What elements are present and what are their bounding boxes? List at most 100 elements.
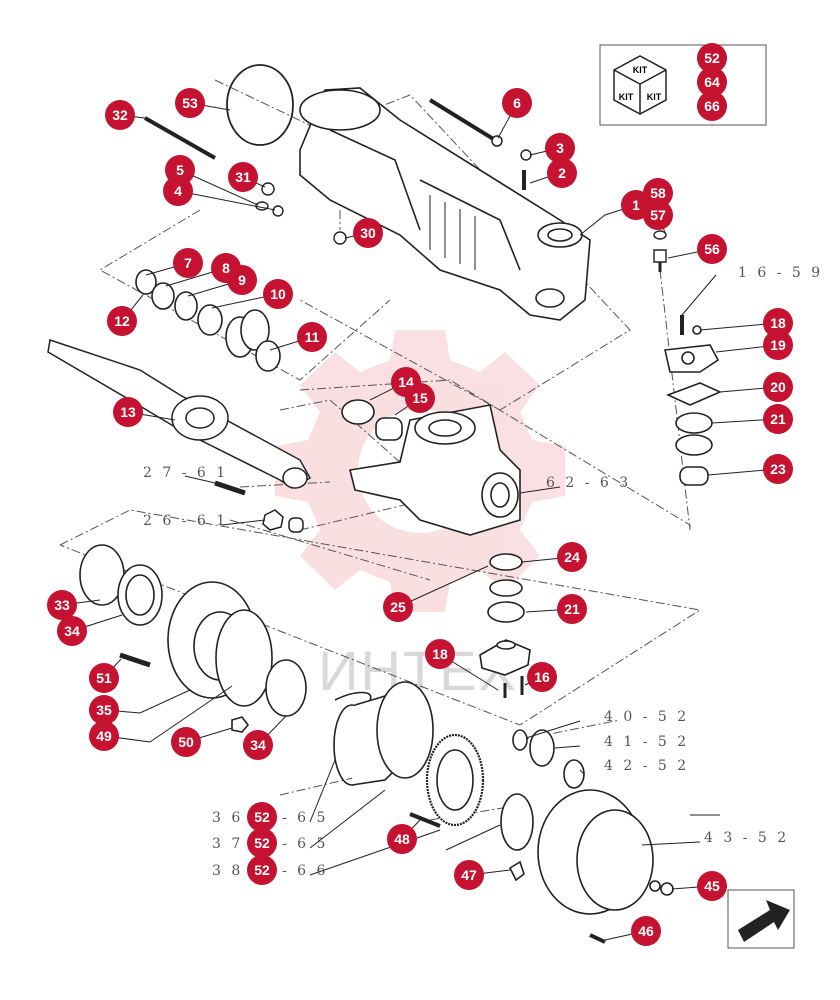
callout-9: 9	[227, 265, 257, 295]
callout-21-text: 21	[770, 411, 786, 427]
callout-47-text: 47	[461, 867, 477, 883]
range-pre: 3 7 -	[212, 836, 258, 852]
callout-50: 50	[171, 727, 201, 757]
range-label-2: 2 6 - 6 1	[143, 513, 228, 529]
range-label-6: 4 2 - 5 2	[604, 758, 689, 774]
callout-25: 25	[383, 592, 413, 622]
range-pre: 4 2 - 5 2	[604, 758, 689, 774]
range-pre: 6 2 - 6 3	[546, 475, 631, 491]
callout-19: 19	[763, 330, 793, 360]
callout-57-text: 57	[650, 207, 666, 223]
callout-1-text: 1	[632, 197, 640, 213]
nut-26-61	[262, 509, 284, 531]
range-pre: 4 3 - 5 2	[704, 830, 789, 846]
kit-label-left: KIT	[619, 92, 634, 102]
callout-18: 18	[763, 308, 793, 338]
callout-19-text: 19	[770, 337, 786, 353]
callout-46-text: 46	[638, 923, 654, 939]
seal-rings	[135, 269, 281, 372]
callout-18-text: 18	[432, 646, 448, 662]
range-post: - 6 5	[282, 836, 328, 852]
callout-5-text: 5	[176, 162, 184, 178]
callout-31-text: 31	[235, 169, 251, 185]
range-pre: 2 7 - 6 1	[143, 465, 228, 481]
callout-58: 58	[643, 178, 673, 208]
callout-33: 33	[47, 590, 77, 620]
callout-34-text: 34	[250, 737, 266, 753]
callout-57: 57	[643, 200, 673, 230]
range-badge: 52	[247, 855, 277, 885]
callout-25-text: 25	[390, 599, 406, 615]
callout-12-text: 12	[114, 313, 130, 329]
callout-45: 45	[697, 871, 727, 901]
axle-housing	[299, 87, 591, 321]
callout-16-text: 16	[534, 669, 550, 685]
callout-48: 48	[387, 824, 417, 854]
ring-gear-assembly	[333, 681, 534, 882]
callout-15-text: 15	[412, 390, 428, 406]
bushing-26-61	[288, 517, 304, 533]
callout-3-text: 3	[556, 140, 564, 156]
arrow-icon	[738, 900, 790, 942]
callout-24-text: 24	[564, 549, 580, 565]
range-pre: 4 0 - 5 2	[604, 709, 689, 725]
callout-2-text: 2	[558, 165, 566, 181]
range-badge-text: 52	[254, 862, 270, 878]
range-badge-text: 52	[254, 835, 270, 851]
kit-legend: KIT KIT KIT	[599, 44, 767, 126]
callout-30-text: 30	[360, 225, 376, 241]
callout-6: 6	[502, 88, 532, 118]
callout-51: 51	[89, 663, 119, 693]
callout-18-text: 18	[770, 315, 786, 331]
callout-32: 32	[105, 100, 135, 130]
callout-11: 11	[297, 322, 327, 352]
drive-shaft	[47, 339, 312, 489]
callout-10: 10	[263, 279, 293, 309]
callout-53: 53	[175, 88, 205, 118]
callout-34: 34	[57, 616, 87, 646]
callout-56-text: 56	[704, 241, 720, 257]
callout-45-text: 45	[704, 878, 720, 894]
callout-35: 35	[89, 695, 119, 725]
range-label-10: 3 8 -52- 6 6	[212, 855, 328, 885]
callout-13: 13	[113, 397, 143, 427]
leader-lines	[61, 102, 779, 941]
callout-56: 56	[697, 234, 727, 264]
kit-label-right: KIT	[647, 92, 662, 102]
callout-4-text: 4	[174, 183, 182, 199]
range-pre: 4 1 - 5 2	[604, 734, 689, 750]
range-pre: 3 6 -	[212, 810, 258, 826]
callout-5: 5	[165, 155, 195, 185]
range-label-1: 2 7 - 6 1	[143, 465, 228, 481]
callout-49: 49	[89, 721, 119, 751]
callout-8-text: 8	[222, 260, 230, 276]
steering-knuckle	[349, 404, 521, 536]
callout-7-text: 7	[184, 255, 192, 271]
wheel-hub	[79, 544, 307, 733]
callout-2: 2	[547, 158, 577, 188]
callout-35-text: 35	[96, 702, 112, 718]
kit-badge-66: 66	[697, 91, 727, 121]
callout-20: 20	[763, 372, 793, 402]
callout-24: 24	[557, 542, 587, 572]
range-pre: 2 6 - 6 1	[143, 513, 228, 529]
kit-badge-64-text: 64	[704, 74, 720, 90]
range-post: - 6 6	[282, 863, 328, 879]
bolt-27-61	[214, 480, 246, 496]
planet-gears	[512, 729, 585, 789]
range-badge: 52	[247, 802, 277, 832]
range-label-5: 4 1 - 5 2	[604, 734, 689, 750]
kit-label-top: KIT	[633, 65, 648, 75]
kit-badge-66-text: 66	[704, 98, 720, 114]
range-badge-text: 52	[254, 809, 270, 825]
range-label-8: 3 6 -52- 6 5	[212, 802, 325, 832]
callout-34: 34	[243, 730, 273, 760]
callout-11-text: 11	[305, 329, 320, 345]
callout-53-text: 53	[182, 95, 198, 111]
callout-33-text: 33	[54, 597, 70, 613]
callout-31: 31	[228, 162, 258, 192]
